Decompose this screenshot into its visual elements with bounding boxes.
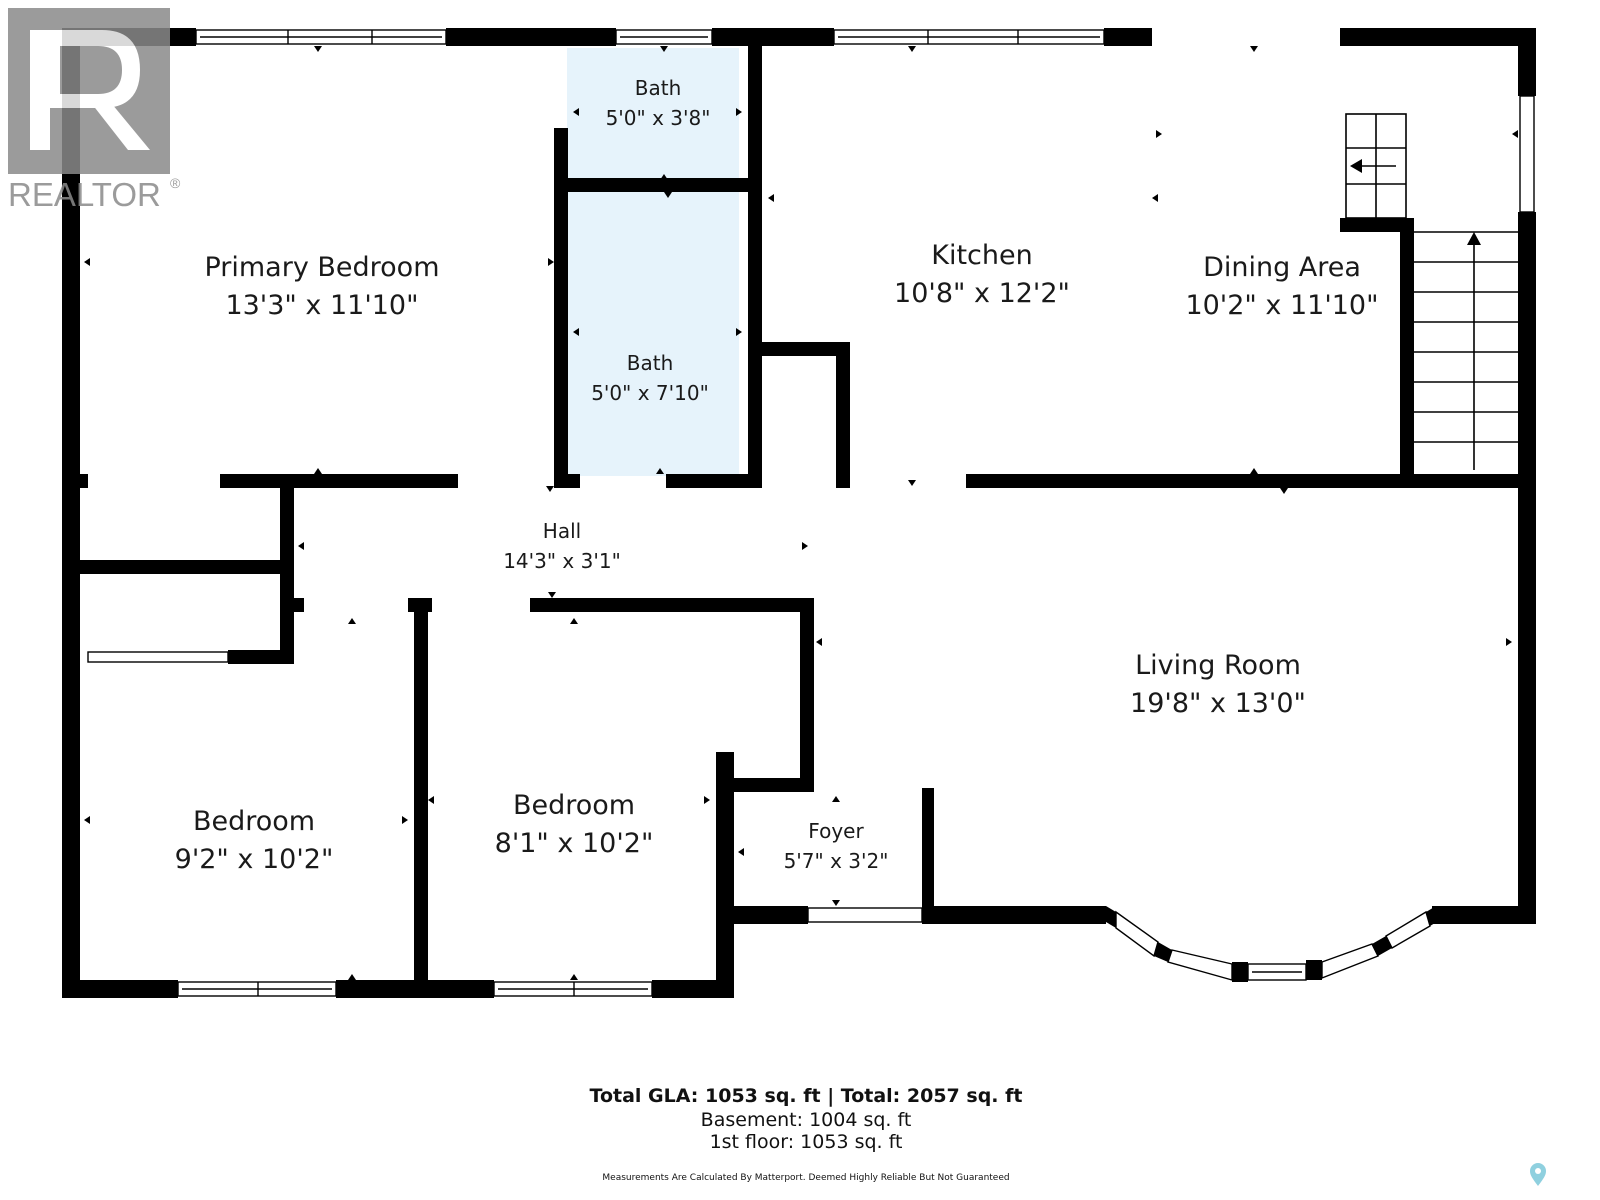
room-name: Kitchen xyxy=(931,240,1032,271)
stairs xyxy=(1345,113,1518,470)
total-area-line: Total GLA: 1053 sq. ft | Total: 2057 sq.… xyxy=(590,1085,1023,1107)
room-dimensions: 8'1" x 10'2" xyxy=(495,828,654,859)
room-name: Hall xyxy=(543,519,581,543)
stairs-left-arrow-icon xyxy=(1350,159,1396,173)
room-bath-upper: Bath 5'0" x 3'8" xyxy=(606,76,711,130)
window-top-kitchen xyxy=(833,29,1105,45)
window-closet xyxy=(87,651,229,663)
room-dining-area: Dining Area 10'2" x 11'10" xyxy=(1185,252,1378,321)
room-dimensions: 5'0" x 7'10" xyxy=(591,381,709,405)
window-right-dining xyxy=(1519,95,1535,213)
room-hall: Hall 14'3" x 3'1" xyxy=(503,519,621,573)
window-bottom-bedroom-left xyxy=(177,981,337,997)
room-bedroom-mid: Bedroom 8'1" x 10'2" xyxy=(495,790,654,859)
room-name: Bath xyxy=(635,76,682,100)
room-name: Dining Area xyxy=(1203,252,1361,283)
room-dimensions: 5'7" x 3'2" xyxy=(784,849,889,873)
window-bottom-bedroom-mid xyxy=(493,981,653,997)
stairs-up-arrow-icon xyxy=(1467,232,1481,245)
measurement-ticks xyxy=(84,46,1518,980)
walls xyxy=(62,28,1536,998)
room-primary-bedroom: Primary Bedroom 13'3" x 11'10" xyxy=(204,252,439,321)
room-dimensions: 14'3" x 3'1" xyxy=(503,549,621,573)
room-name: Bedroom xyxy=(513,790,635,821)
room-foyer: Foyer 5'7" x 3'2" xyxy=(784,819,889,873)
room-dimensions: 5'0" x 3'8" xyxy=(606,106,711,130)
window-top-bath xyxy=(615,29,713,45)
room-name: Foyer xyxy=(808,819,864,843)
room-name: Primary Bedroom xyxy=(204,252,439,283)
first-floor-area-line: 1st floor: 1053 sq. ft xyxy=(710,1131,903,1153)
bay-window xyxy=(1115,910,1431,981)
room-dimensions: 10'8" x 12'2" xyxy=(894,278,1070,309)
room-dimensions: 10'2" x 11'10" xyxy=(1185,290,1378,321)
disclaimer: Measurements Are Calculated By Matterpor… xyxy=(602,1173,1009,1183)
bath-upper-floor xyxy=(567,48,739,180)
room-bedroom-left: Bedroom 9'2" x 10'2" xyxy=(175,806,334,875)
location-pin-icon[interactable] xyxy=(1530,1163,1546,1186)
window-top-left xyxy=(195,29,447,45)
room-dimensions: 19'8" x 13'0" xyxy=(1130,688,1306,719)
room-name: Bedroom xyxy=(193,806,315,837)
room-name: Living Room xyxy=(1135,650,1301,681)
room-living-room: Living Room 19'8" x 13'0" xyxy=(1130,650,1306,719)
area-summary: Total GLA: 1053 sq. ft | Total: 2057 sq.… xyxy=(590,1085,1023,1183)
room-name: Bath xyxy=(627,351,674,375)
room-kitchen: Kitchen 10'8" x 12'2" xyxy=(894,240,1070,309)
registered-mark: ® xyxy=(170,175,181,191)
room-bath-lower: Bath 5'0" x 7'10" xyxy=(591,351,709,405)
realtor-logo: REALTOR ® xyxy=(8,8,181,213)
bath-lower-floor xyxy=(567,192,739,476)
room-dimensions: 13'3" x 11'10" xyxy=(225,290,418,321)
basement-area-line: Basement: 1004 sq. ft xyxy=(701,1109,912,1131)
window-foyer-door xyxy=(807,907,923,923)
realtor-wordmark: REALTOR xyxy=(8,176,161,213)
windows xyxy=(87,29,1535,997)
room-dimensions: 9'2" x 10'2" xyxy=(175,844,334,875)
